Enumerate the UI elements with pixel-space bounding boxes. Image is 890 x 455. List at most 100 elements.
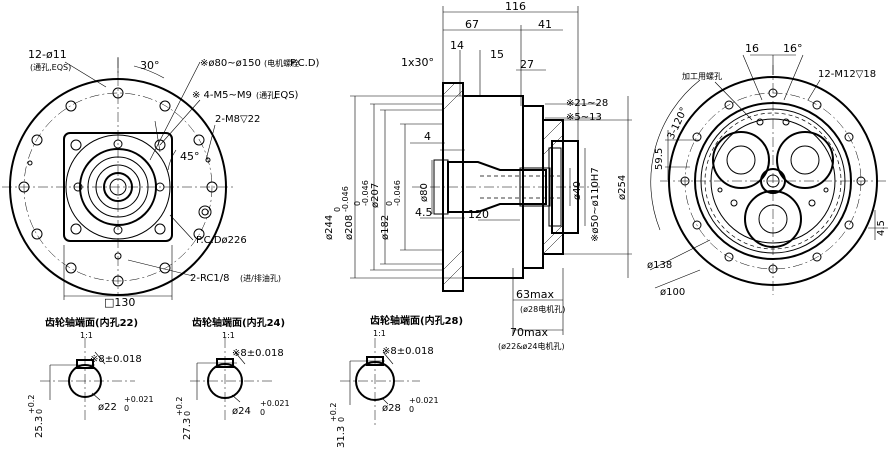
motor-holes-label: ※ 4-M5~M9	[192, 90, 252, 101]
dia-100: ø100	[660, 287, 685, 298]
dim-21-28: ※21~28	[566, 98, 608, 109]
bore-1-bore: ø22	[98, 402, 117, 413]
m12-holes	[680, 88, 866, 274]
bore-detail-3	[340, 338, 420, 425]
dim-27: 27	[520, 58, 534, 71]
angle-45-label: 45°	[180, 150, 200, 163]
bore-detail-2	[190, 338, 275, 420]
section-hatching	[442, 82, 564, 286]
bore-1-scale: 1:1	[80, 331, 93, 340]
bore-3-scale: 1:1	[373, 329, 386, 338]
dia-80: ø80	[419, 183, 430, 202]
len-63-note: (ø28电机孔)	[520, 304, 565, 314]
bore-2-title: 齿轮轴端面(内孔24)	[192, 316, 285, 329]
holes-12-label: 12-ø11	[28, 48, 67, 61]
dia-244: ø244	[324, 215, 335, 240]
square-130-label: □130	[104, 296, 135, 309]
dia-208: ø208	[344, 215, 355, 240]
left-view	[2, 57, 235, 300]
bore-1-bore-tol-dn: 0	[124, 404, 129, 413]
sun-gear	[760, 168, 786, 194]
dim-59-5: 59.5	[654, 148, 665, 170]
planet-gear-1	[712, 131, 770, 189]
dim-116: 116	[505, 0, 526, 13]
bore-2-scale: 1:1	[222, 331, 235, 340]
bore-1-height-tol-up: +0.2	[27, 395, 36, 414]
dim-5-13: ※5~13	[566, 112, 602, 123]
right-view	[649, 54, 888, 295]
angle-30-label: 30°	[140, 59, 160, 72]
chamfer-label: 1x30°	[401, 56, 434, 69]
bore-2-height: 27.3	[182, 418, 193, 440]
angle-16b: 16°	[783, 42, 803, 55]
right-outer-circle	[668, 76, 878, 286]
bore-3-bore: ø28	[382, 403, 401, 414]
pcd-circle	[23, 92, 213, 282]
dia-208-tol-dn: -0.046	[361, 180, 370, 206]
dim-120: 120	[468, 208, 489, 221]
bore-1-key: ※8±0.018	[90, 354, 142, 365]
dia-182-tol-up: 0	[385, 201, 394, 206]
bore-2-bore-tol-up: +0.021	[260, 399, 290, 408]
dim-14: 14	[450, 39, 464, 52]
dim-15: 15	[490, 48, 504, 61]
angle-16a: 16	[745, 42, 759, 55]
bore-1-height: 25.3	[34, 416, 45, 438]
dim-4-5: 4.5	[415, 206, 433, 219]
dia-182: ø182	[380, 215, 391, 240]
dia-40: ø40	[572, 181, 583, 200]
bore-2-bore-tol-dn: 0	[260, 408, 265, 417]
bore-2-height-tol-dn: 0	[183, 411, 192, 416]
dia-244-tol-up: 0	[333, 207, 342, 212]
dia-208-tol-up: 0	[353, 201, 362, 206]
bore-2-key: ※8±0.018	[232, 348, 284, 359]
bore-1-bore-tol-up: +0.021	[124, 395, 154, 404]
bore-1-title: 齿轮轴端面(内孔22)	[45, 316, 138, 329]
motor-pcd-label: ※ø80~ø150	[200, 58, 261, 69]
m12-label: 12-M12▽18	[818, 69, 876, 80]
rc-note: (进/排油孔)	[240, 273, 281, 283]
tool-hole-label: 加工用螺孔	[682, 71, 722, 81]
bore-1-height-tol-dn: 0	[35, 409, 44, 414]
three-120-label: 3-120°	[666, 106, 690, 142]
bore-3-bore-tol-up: +0.021	[409, 396, 439, 405]
holes-12-note: (通孔,EQS)	[30, 62, 71, 72]
dia-244-tol-dn: -0.046	[341, 186, 350, 212]
bolt-holes-12	[18, 87, 218, 287]
bore-3-height: 31.3	[336, 426, 347, 448]
len-70: 70max	[510, 326, 548, 339]
square-flange	[63, 132, 173, 242]
motor-holes-note: (通孔,	[256, 90, 278, 100]
dia-182-tol-dn: -0.046	[393, 180, 402, 206]
pcd-226-label: P.C.Dø226	[196, 235, 247, 246]
bore-3-height-tol-dn: 0	[337, 417, 346, 422]
bore-detail-1	[40, 338, 135, 420]
planet-gear-3	[744, 190, 802, 248]
dim-4: 4	[424, 130, 431, 143]
motor-pcd-note: (电机螺栓	[264, 58, 299, 68]
dim-4-5-right: 4.5	[876, 220, 887, 236]
dim-41: 41	[538, 18, 552, 31]
dim-67: 67	[465, 18, 479, 31]
bore-2-height-tol-up: +0.2	[175, 397, 184, 416]
bore-3-height-tol-up: +0.2	[329, 403, 338, 422]
len-70-note: (ø22&ø24电机孔)	[498, 341, 565, 351]
middle-view	[350, 6, 632, 335]
dia-254: ø254	[617, 175, 628, 200]
dia-207: ø207	[370, 183, 381, 208]
dia-50-110: ※ø50~ø110H7	[590, 167, 601, 242]
m8-holes-label: 2-M8▽22	[215, 114, 260, 125]
len-63: 63max	[516, 288, 554, 301]
planet-gear-2	[776, 131, 834, 189]
rc-holes-label: 2-RC1/8	[190, 273, 230, 284]
bore-3-title: 齿轮轴端面(内孔28)	[370, 314, 463, 327]
dia-138: ø138	[647, 260, 672, 271]
motor-holes-suffix: EQS)	[274, 90, 299, 101]
outer-flange-circle	[9, 78, 227, 296]
motor-pcd-suffix: P.C.D)	[290, 58, 320, 69]
bore-2-bore: ø24	[232, 406, 251, 417]
bore-3-bore-tol-dn: 0	[409, 405, 414, 414]
bore-3-key: ※8±0.018	[382, 346, 434, 357]
